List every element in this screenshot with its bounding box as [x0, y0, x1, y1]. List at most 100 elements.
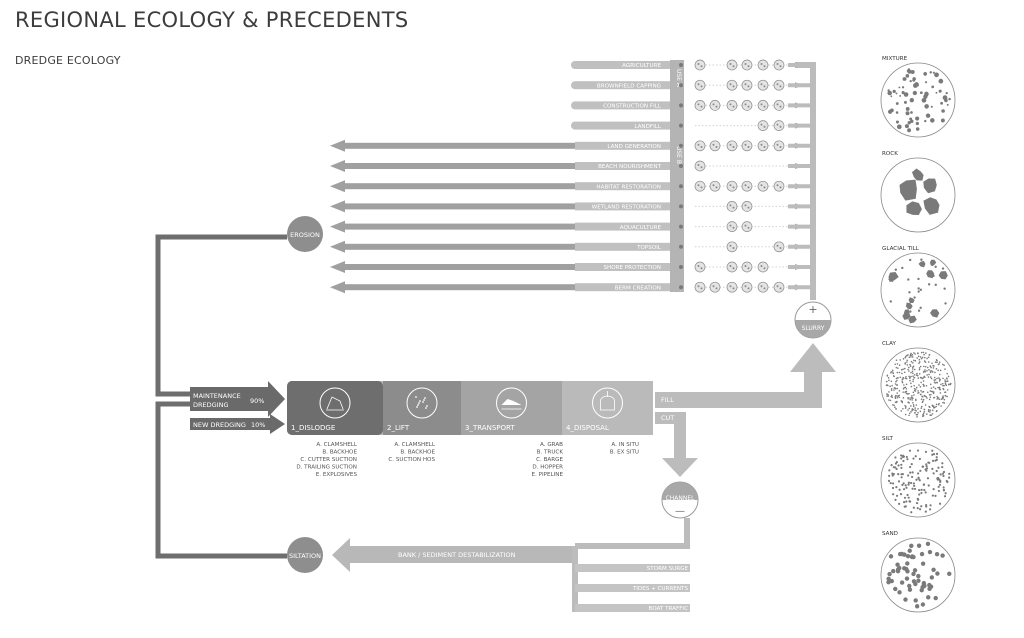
use-label-bar — [575, 263, 670, 271]
use-row[interactable]: BROWNFIELD CAPPING — [571, 79, 813, 91]
fill-arrow — [655, 343, 836, 398]
use-bar-dot — [679, 204, 683, 209]
use-row[interactable]: HABITAT RESTORATION — [330, 180, 813, 193]
new-dredging-arrow[interactable]: NEW DREDGING 10% — [190, 414, 285, 434]
use-row[interactable]: LANDFILL — [571, 120, 813, 131]
disposal-icon — [592, 387, 623, 419]
sediment-match-icon — [741, 100, 753, 111]
use-arrow-shaft — [345, 264, 670, 270]
sediment-match-icon — [726, 261, 738, 273]
sediment-match-icon — [757, 140, 769, 152]
process-stage[interactable]: 1_DISLODGE — [287, 381, 383, 435]
sediment-match-icon — [741, 79, 753, 91]
cause-row[interactable]: STORM SURGE — [575, 564, 690, 572]
sediment-match-icon — [709, 100, 721, 111]
use-row[interactable]: LAND GENERATION — [330, 139, 813, 152]
stage-method: B. EX SITU — [610, 450, 639, 456]
use-bar-dot — [679, 224, 683, 229]
use-a-label: USE A — [675, 69, 682, 88]
use-label: AQUACULTURE — [620, 225, 662, 231]
process-stage[interactable]: 3_TRANSPORT — [461, 381, 562, 435]
sediment-match-icon — [726, 281, 738, 293]
use-label-cap — [571, 121, 575, 130]
use-label-bar — [575, 162, 670, 170]
use-bar-dot — [679, 285, 683, 290]
cause-row[interactable]: TIDES + CURRENTS — [575, 584, 690, 592]
bank-label: BANK / SEDIMENT DESTABILIZATION — [398, 551, 516, 559]
use-label: LAND GENERATION — [607, 144, 661, 150]
stage-method: B. BACKHOE — [322, 450, 357, 456]
use-label-bar — [575, 202, 670, 211]
use-label-bar — [575, 61, 670, 69]
use-row[interactable]: SHORE PROTECTION — [330, 261, 813, 273]
fill-branch — [655, 392, 822, 408]
use-bar-dot — [679, 244, 683, 249]
use-row[interactable]: TOPSOIL — [330, 240, 813, 253]
siltation-node[interactable]: SILTATION — [287, 537, 323, 573]
use-label-bar — [575, 242, 670, 251]
cause-row[interactable]: BOAT TRAFFIC — [575, 604, 690, 612]
use-label-cap — [571, 81, 575, 90]
process-stage[interactable]: 2_LIFT — [383, 381, 461, 435]
sediment-match-icon — [726, 221, 738, 232]
page-title: REGIONAL ECOLOGY & PRECEDENTS — [15, 8, 409, 32]
sediment-label: ROCK — [882, 151, 898, 157]
glacial-till-icon: GLACIAL TILL — [880, 246, 956, 328]
stage-method: C. SUCTION HOS — [388, 457, 435, 463]
maintenance-label-2: DREDGING — [193, 401, 229, 409]
use-bar-dot — [679, 83, 683, 88]
siltation-loop-line — [155, 401, 287, 559]
erosion-node[interactable]: EROSION — [287, 216, 323, 252]
use-row[interactable]: AGRICULTURE — [571, 59, 813, 71]
use-label-bar — [575, 121, 670, 130]
stage-method: A. GRAB — [540, 442, 563, 448]
sediment-match-icon — [726, 241, 738, 253]
cut-label: CUT — [661, 414, 674, 422]
sediment-match-icon — [694, 140, 706, 152]
use-label: HABITAT RESTORATION — [596, 184, 661, 190]
sediment-match-icon — [694, 281, 706, 293]
use-arrow-shaft — [345, 203, 670, 210]
stage-method: D. HOPPER — [532, 465, 563, 471]
use-row[interactable]: BERM CREATION — [330, 281, 813, 294]
use-label-bar — [575, 101, 670, 110]
use-b-label: USE B — [675, 146, 682, 164]
sediment-match-icon — [694, 100, 706, 111]
stage-method: C. CUTTER SUCTION — [300, 457, 357, 463]
sediment-match-icon — [694, 261, 706, 273]
use-rows: AGRICULTURE BROWNFIELD CAPPING CONSTRUCTIO… — [330, 59, 813, 294]
sediment-match-icon — [757, 120, 769, 131]
use-row[interactable]: CONSTRUCTION FILL — [571, 100, 813, 111]
use-bar-dot — [679, 143, 683, 148]
maintenance-label-1: MAINTENANCE — [193, 392, 241, 400]
slurry-collector — [795, 62, 816, 300]
sediment-match-icon — [694, 180, 706, 192]
cause-label: TIDES + CURRENTS — [632, 586, 689, 592]
use-bar-dot — [679, 103, 683, 108]
new-dredging-pct: 10% — [251, 421, 265, 429]
rock-icon: ROCK — [880, 151, 956, 233]
channel-node[interactable]: CHANNEL — — [661, 481, 699, 519]
sediment-match-icon — [773, 100, 785, 111]
use-row[interactable]: BEACH NOURISHMENT — [330, 160, 813, 172]
slurry-node[interactable]: + SLURRY — [794, 301, 832, 339]
channel-label: CHANNEL — [666, 495, 696, 502]
maintenance-dredging-arrow[interactable]: MAINTENANCE DREDGING 90% — [190, 381, 285, 417]
use-arrow-shaft — [345, 284, 670, 291]
process-stage[interactable]: 4_DISPOSAL — [562, 381, 653, 435]
use-arrow-head — [330, 139, 345, 152]
use-label: LANDFILL — [634, 124, 662, 130]
cause-label: STORM SURGE — [647, 566, 689, 572]
stage-method: A. CLAMSHELL — [394, 442, 435, 448]
use-row[interactable]: WETLAND RESTORATION — [330, 200, 813, 213]
use-label: TOPSOIL — [636, 245, 662, 251]
sediment-match-icon — [726, 180, 738, 192]
use-label-bar — [575, 222, 670, 231]
use-row[interactable]: AQUACULTURE — [330, 220, 813, 233]
stage-method: A. IN SITU — [611, 442, 639, 448]
sediment-match-icon — [709, 140, 721, 152]
sediment-match-icon — [773, 140, 785, 152]
use-arrow-head — [330, 220, 345, 233]
use-arrow-shaft — [345, 223, 670, 230]
